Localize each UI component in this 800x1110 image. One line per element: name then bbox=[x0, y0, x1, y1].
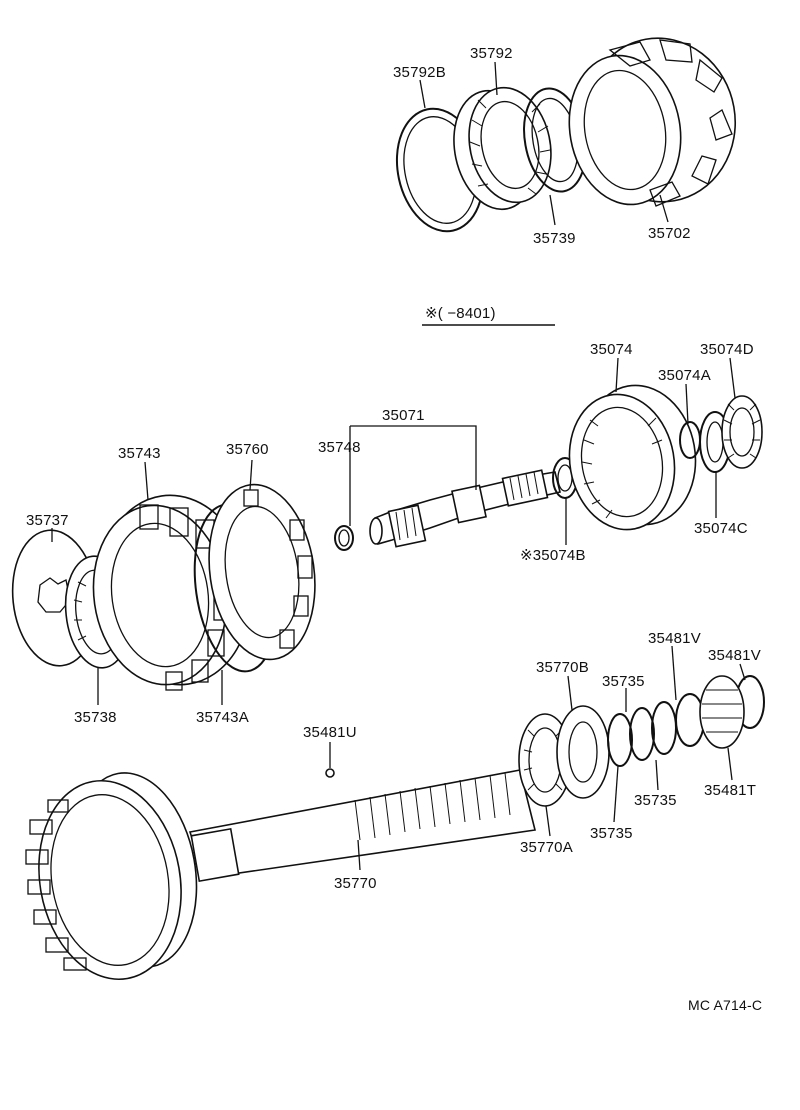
label-35770A: 35770A bbox=[520, 839, 573, 856]
label-35735-mid: 35735 bbox=[634, 792, 677, 809]
one-way-clutch-35792[interactable] bbox=[443, 80, 561, 217]
label-35770: 35770 bbox=[334, 875, 377, 892]
label-35074B: ※35074B bbox=[520, 547, 586, 564]
label-35074A: 35074A bbox=[658, 367, 711, 384]
label-35738: 35738 bbox=[74, 709, 117, 726]
seal-rings-35735[interactable] bbox=[607, 701, 677, 767]
ring-35748[interactable] bbox=[334, 525, 354, 551]
label-35481V-1: 35481V bbox=[648, 630, 701, 647]
label-35481U: 35481U bbox=[303, 724, 357, 741]
shaft-35071[interactable] bbox=[369, 469, 561, 548]
label-35770B: 35770B bbox=[536, 659, 589, 676]
ball-35481U[interactable] bbox=[325, 768, 335, 778]
spring-retainer-35481T[interactable] bbox=[699, 675, 745, 749]
label-35792B: 35792B bbox=[393, 64, 446, 81]
label-35792: 35792 bbox=[470, 45, 513, 62]
label-35074: 35074 bbox=[590, 341, 633, 358]
label-35735-bottom: 35735 bbox=[590, 825, 633, 842]
ring-gear-35074[interactable] bbox=[559, 377, 706, 538]
label-35074C: 35074C bbox=[694, 520, 748, 537]
label-35702: 35702 bbox=[648, 225, 691, 242]
label-35735-top: 35735 bbox=[602, 673, 645, 690]
label-35071: 35071 bbox=[382, 407, 425, 424]
label-35737: 35737 bbox=[26, 512, 69, 529]
label-35760: 35760 bbox=[226, 441, 269, 458]
drum-shaft-35770[interactable] bbox=[24, 763, 536, 991]
label-35481T: 35481T bbox=[704, 782, 756, 799]
label-35074D: 35074D bbox=[700, 341, 754, 358]
top-assembly: 35792B 35792 35739 35702 bbox=[393, 26, 748, 247]
applicability-note: ※( −8401) bbox=[422, 305, 555, 326]
label-35748: 35748 bbox=[318, 439, 361, 456]
drum-35702[interactable] bbox=[558, 26, 748, 214]
input-shaft-assembly: 35481U 35770B 35735 35481V 35481V 35735 … bbox=[24, 630, 765, 991]
clutch-assembly: 35743 35760 35737 35738 35743A bbox=[11, 441, 325, 726]
label-35481V-2: 35481V bbox=[708, 647, 761, 664]
label-35743A: 35743A bbox=[196, 709, 249, 726]
race-35770B[interactable] bbox=[556, 705, 610, 799]
planetary-assembly: 35071 35748 35074 35074D 35074A 35074C ※… bbox=[318, 341, 763, 564]
figure-code: MC A714-C bbox=[688, 997, 762, 1013]
label-35743: 35743 bbox=[118, 445, 161, 462]
gear-assembly-35760[interactable] bbox=[198, 478, 325, 667]
note-label: ※( −8401) bbox=[425, 305, 496, 322]
label-35739: 35739 bbox=[533, 230, 576, 247]
thrust-bearing-35074D[interactable] bbox=[721, 395, 763, 469]
